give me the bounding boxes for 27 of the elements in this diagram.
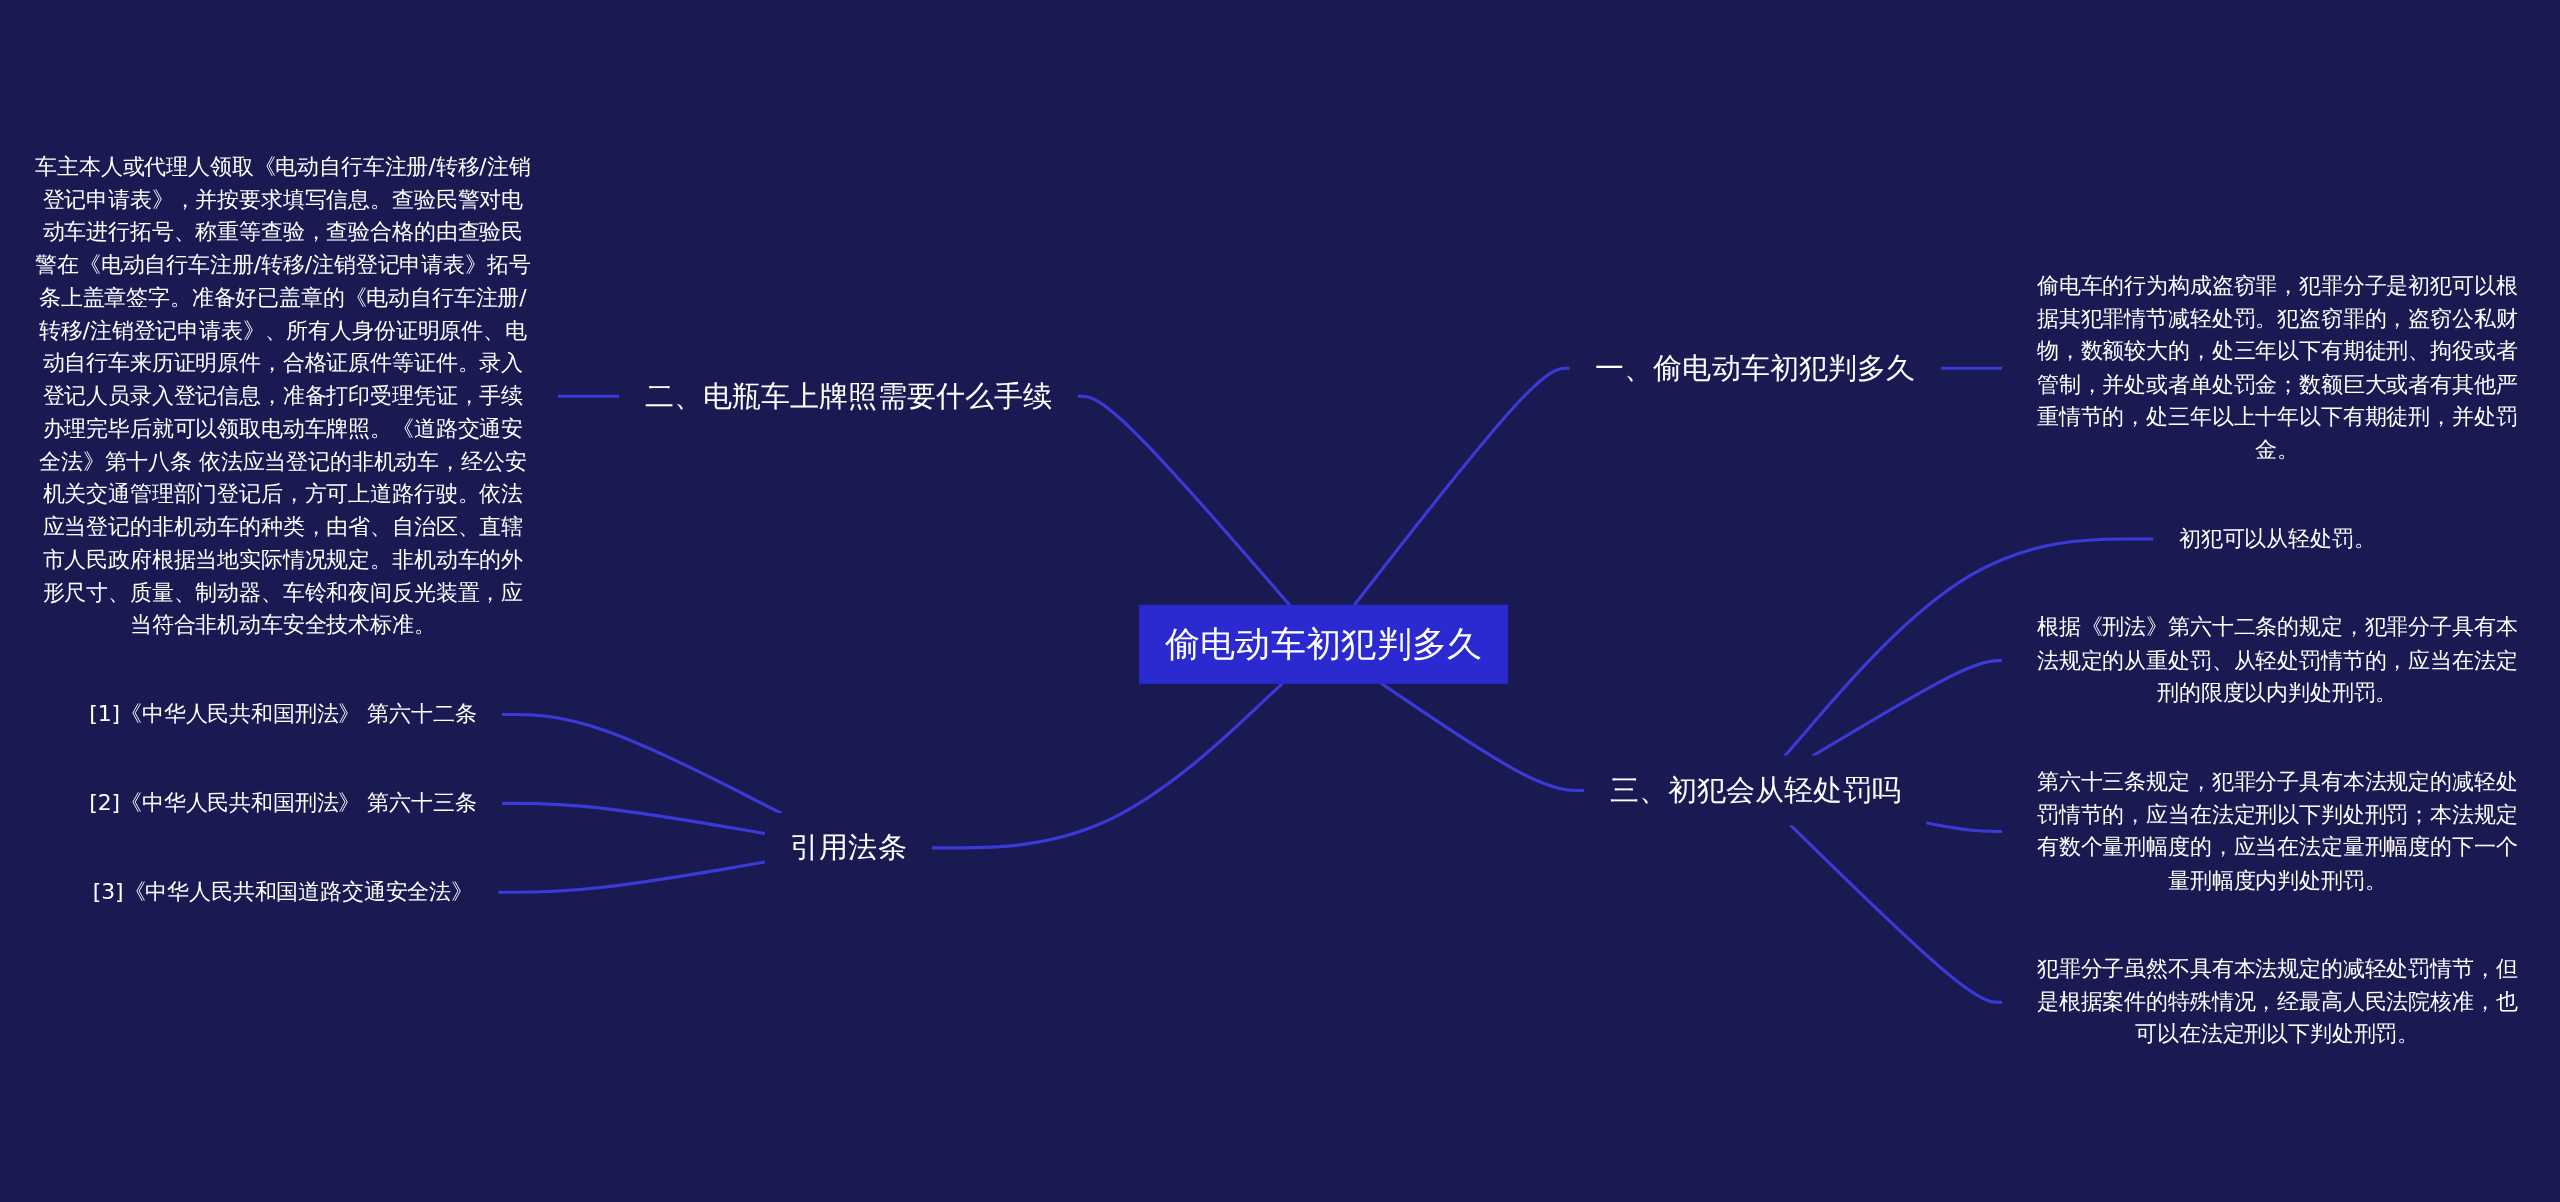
connector [501,801,766,836]
node-text: 根据《刑法》第六十二条的规定，犯罪分子具有本法规定的从重处罚、从轻处罚情节的，应当在法定刑的限度以内判处刑罚。 [2036,614,2518,706]
connector [1077,394,1291,607]
node-text: 二、电瓶车上牌照需要什么手续 [644,378,1053,413]
node-text: [1]《中华人民共和国刑法》 第六十二条 [89,701,477,727]
connector [1789,823,2003,1004]
node-text: [2]《中华人民共和国刑法》 第六十三条 [89,790,477,816]
connector [1783,537,2154,758]
node-box: 偷电动车初犯判多久 [1139,604,1509,684]
connector [931,682,1284,850]
node-text: 初犯可以从轻处罚。 [2178,525,2376,551]
node-text: 一、偷电动车初犯判多久 [1595,350,1916,385]
connector [1925,821,2003,833]
node-text: 三、初犯会从轻处罚吗 [1609,772,1901,808]
connector [557,394,620,398]
connector [1811,659,2003,758]
node-text: 偷电车的行为构成盗窃罪，犯罪分子是初犯可以根据其犯罪情节减轻处罚。犯盗窃罪的，盗窃公私财物，数额较大的，处三年以下有期徒刑、拘役或者管制，并处或者单处罚金；数额巨大或者有其他严重情节的，处三年以上十年以下有期徒刑，并处罚金。 [2036,273,2518,462]
connector [1940,366,2003,370]
connector [497,860,766,894]
node-text: 犯罪分子虽然不具有本法规定的减轻处罚情节，但是根据案件的特殊情况，经最高人民法院核准，也可以在法定刑以下判处刑罚。 [2036,956,2518,1047]
node-text: 车主本人或代理人领取《电动自行车注册/转移/注销登记申请表》，并按要求填写信息。查验民警对电动车进行拓号、称重等查验，查验合格的由查验民警在《电动自行车注册/转移/注销登记申请表》拓号条上盖章签字。准备好已盖章的《电动自行车注册/转移/注销登记申请表》、所有人身份证明原件、电动自行车来历证明原件，合格证原件等证件。录入登记人员录入登记信息，准备打印受理凭证，手续办理完毕后就可以领取电动车牌照。《道路交通安全法》第十八条 依法应当登记的非机动车，经公安机关交通管理部门登记后，方可上道路行驶。依法应当登记的非机动车的种类，由省、自治区、直辖市人民政府根据当地实际情况规定。非机动车的外形尺寸、质量、制动器、车铃和夜间反光装置，应当符合非机动车安全技术标准。 [35,153,531,638]
node-text: 第六十三条规定，犯罪分子具有本法规定的减轻处罚情节的，应当在法定刑以下判处刑罚；本法规定有数个量刑幅度的，应当在法定量刑幅度的下一个量刑幅度内判处刑罚。 [2036,769,2518,893]
connector [501,712,783,815]
node-text: [3]《中华人民共和国道路交通安全法》 [92,879,473,904]
node-text: 引用法条 [790,830,907,865]
connector [1352,366,1571,607]
connector [1380,682,1585,793]
